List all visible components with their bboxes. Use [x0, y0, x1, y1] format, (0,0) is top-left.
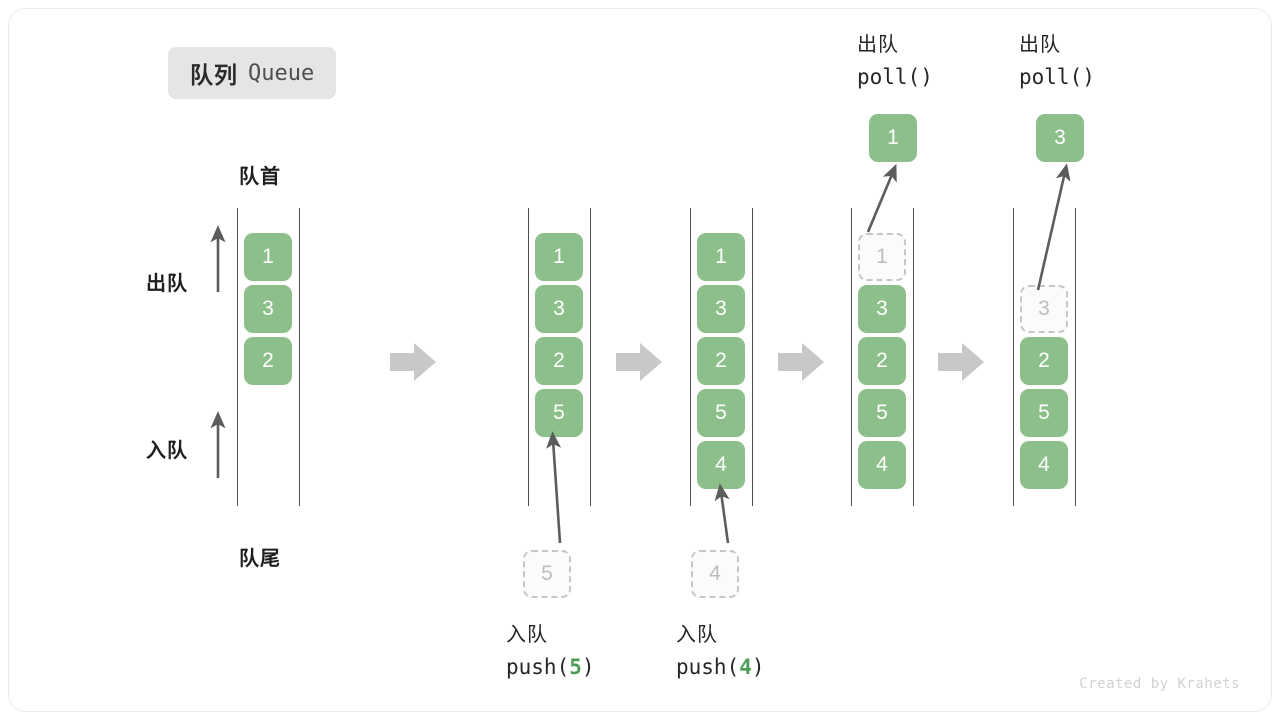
push-operation-label: 入队 push(5) [506, 620, 595, 684]
queue-rail-right [752, 208, 753, 506]
poll-label-chinese: 出队 [857, 34, 899, 56]
queue-cell: 2 [244, 337, 292, 385]
poll-operation-label: 出队 poll() [857, 30, 933, 94]
push-argument: 4 [739, 655, 752, 679]
poll-label-chinese: 出队 [1019, 34, 1061, 56]
queue-cell: 1 [535, 233, 583, 281]
diagram-card [8, 8, 1272, 712]
queue-cell: 3 [244, 285, 292, 333]
queue-cell: 5 [1020, 389, 1068, 437]
queue-cell: 1 [697, 233, 745, 281]
title-english: Queue [248, 60, 315, 86]
label-queue-head: 队首 [239, 166, 281, 188]
push-source-ghost-cell: 5 [523, 550, 571, 598]
push-label-chinese: 入队 [676, 624, 718, 646]
queue-cell: 1 [244, 233, 292, 281]
queue-cell: 3 [535, 285, 583, 333]
poll-operation-label: 出队 poll() [1019, 30, 1095, 94]
queue-rail-left [1013, 208, 1014, 506]
label-enqueue-direction: 入队 [146, 440, 188, 462]
queue-rail-right [299, 208, 300, 506]
queue-cell: 3 [697, 285, 745, 333]
queue-rail-left [690, 208, 691, 506]
label-queue-tail: 队尾 [239, 548, 281, 570]
push-operation-label: 入队 push(4) [676, 620, 765, 684]
push-source-ghost-cell: 4 [691, 550, 739, 598]
queue-cell: 4 [697, 441, 745, 489]
queue-cell: 2 [535, 337, 583, 385]
queue-cell: 4 [858, 441, 906, 489]
queue-cell-ghost: 3 [1020, 285, 1068, 333]
queue-cell: 4 [1020, 441, 1068, 489]
push-label-code: push(4) [676, 655, 765, 679]
queue-rail-left [851, 208, 852, 506]
queue-cell: 5 [858, 389, 906, 437]
push-label-code: push(5) [506, 655, 595, 679]
poll-result-cell: 1 [869, 114, 917, 162]
push-label-chinese: 入队 [506, 624, 548, 646]
watermark: Created by Krahets [1079, 676, 1240, 692]
queue-rail-right [590, 208, 591, 506]
poll-result-cell: 3 [1036, 114, 1084, 162]
queue-rail-left [528, 208, 529, 506]
queue-rail-right [1075, 208, 1076, 506]
queue-cell: 2 [1020, 337, 1068, 385]
poll-label-code: poll() [857, 65, 933, 89]
queue-cell: 3 [858, 285, 906, 333]
queue-cell: 2 [858, 337, 906, 385]
label-dequeue-direction: 出队 [146, 273, 188, 295]
queue-rail-left [237, 208, 238, 506]
queue-cell: 5 [697, 389, 745, 437]
title-badge: 队列 Queue [168, 47, 337, 99]
queue-rail-right [913, 208, 914, 506]
title-chinese: 队列 [190, 62, 238, 88]
queue-cell-ghost: 1 [858, 233, 906, 281]
push-argument: 5 [569, 655, 582, 679]
queue-cell: 2 [697, 337, 745, 385]
poll-label-code: poll() [1019, 65, 1095, 89]
queue-cell: 5 [535, 389, 583, 437]
